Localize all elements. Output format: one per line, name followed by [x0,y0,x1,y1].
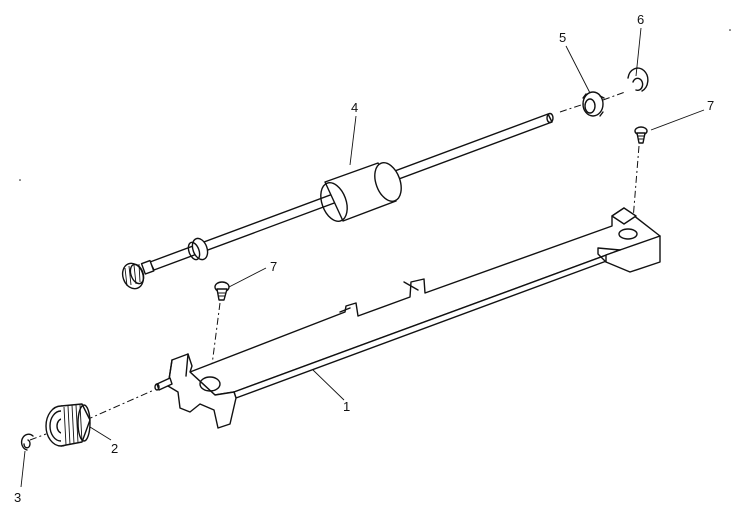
callout-7-left: 7 [270,259,277,274]
callout-7-right: 7 [707,98,714,113]
callout-5: 5 [559,30,566,45]
frame-top-face [189,207,661,396]
screw-left [214,281,230,301]
leader-7-right [650,109,705,131]
shaft-collar [191,237,209,261]
callout-labels: 1 2 3 4 5 6 7 7 [14,12,714,505]
leader-4 [349,115,357,166]
leader-1 [312,369,345,401]
callout-1: 1 [343,399,350,414]
leader-5 [565,45,591,94]
shaft-axis-line-right [559,103,585,113]
callout-2: 2 [111,441,118,456]
frame-bracket [154,207,661,429]
frame-right-end [605,235,661,273]
callout-4: 4 [351,100,358,115]
leader-7-left [228,267,267,288]
e-ring-right [627,67,649,92]
leader-2 [89,426,112,441]
leader-6 [635,27,642,77]
bushing [582,91,605,117]
leader-lines [20,27,705,488]
callout-6: 6 [637,12,644,27]
frame-front-edge [233,249,621,399]
drive-gear [45,403,91,447]
e-ring-left [20,433,34,451]
frame-left-end [167,353,237,429]
leader-3 [20,450,26,488]
gear-axis-line [85,389,155,421]
screw-right [634,126,648,144]
roller-shaft-assembly [121,112,554,290]
callout-3: 3 [14,490,21,505]
